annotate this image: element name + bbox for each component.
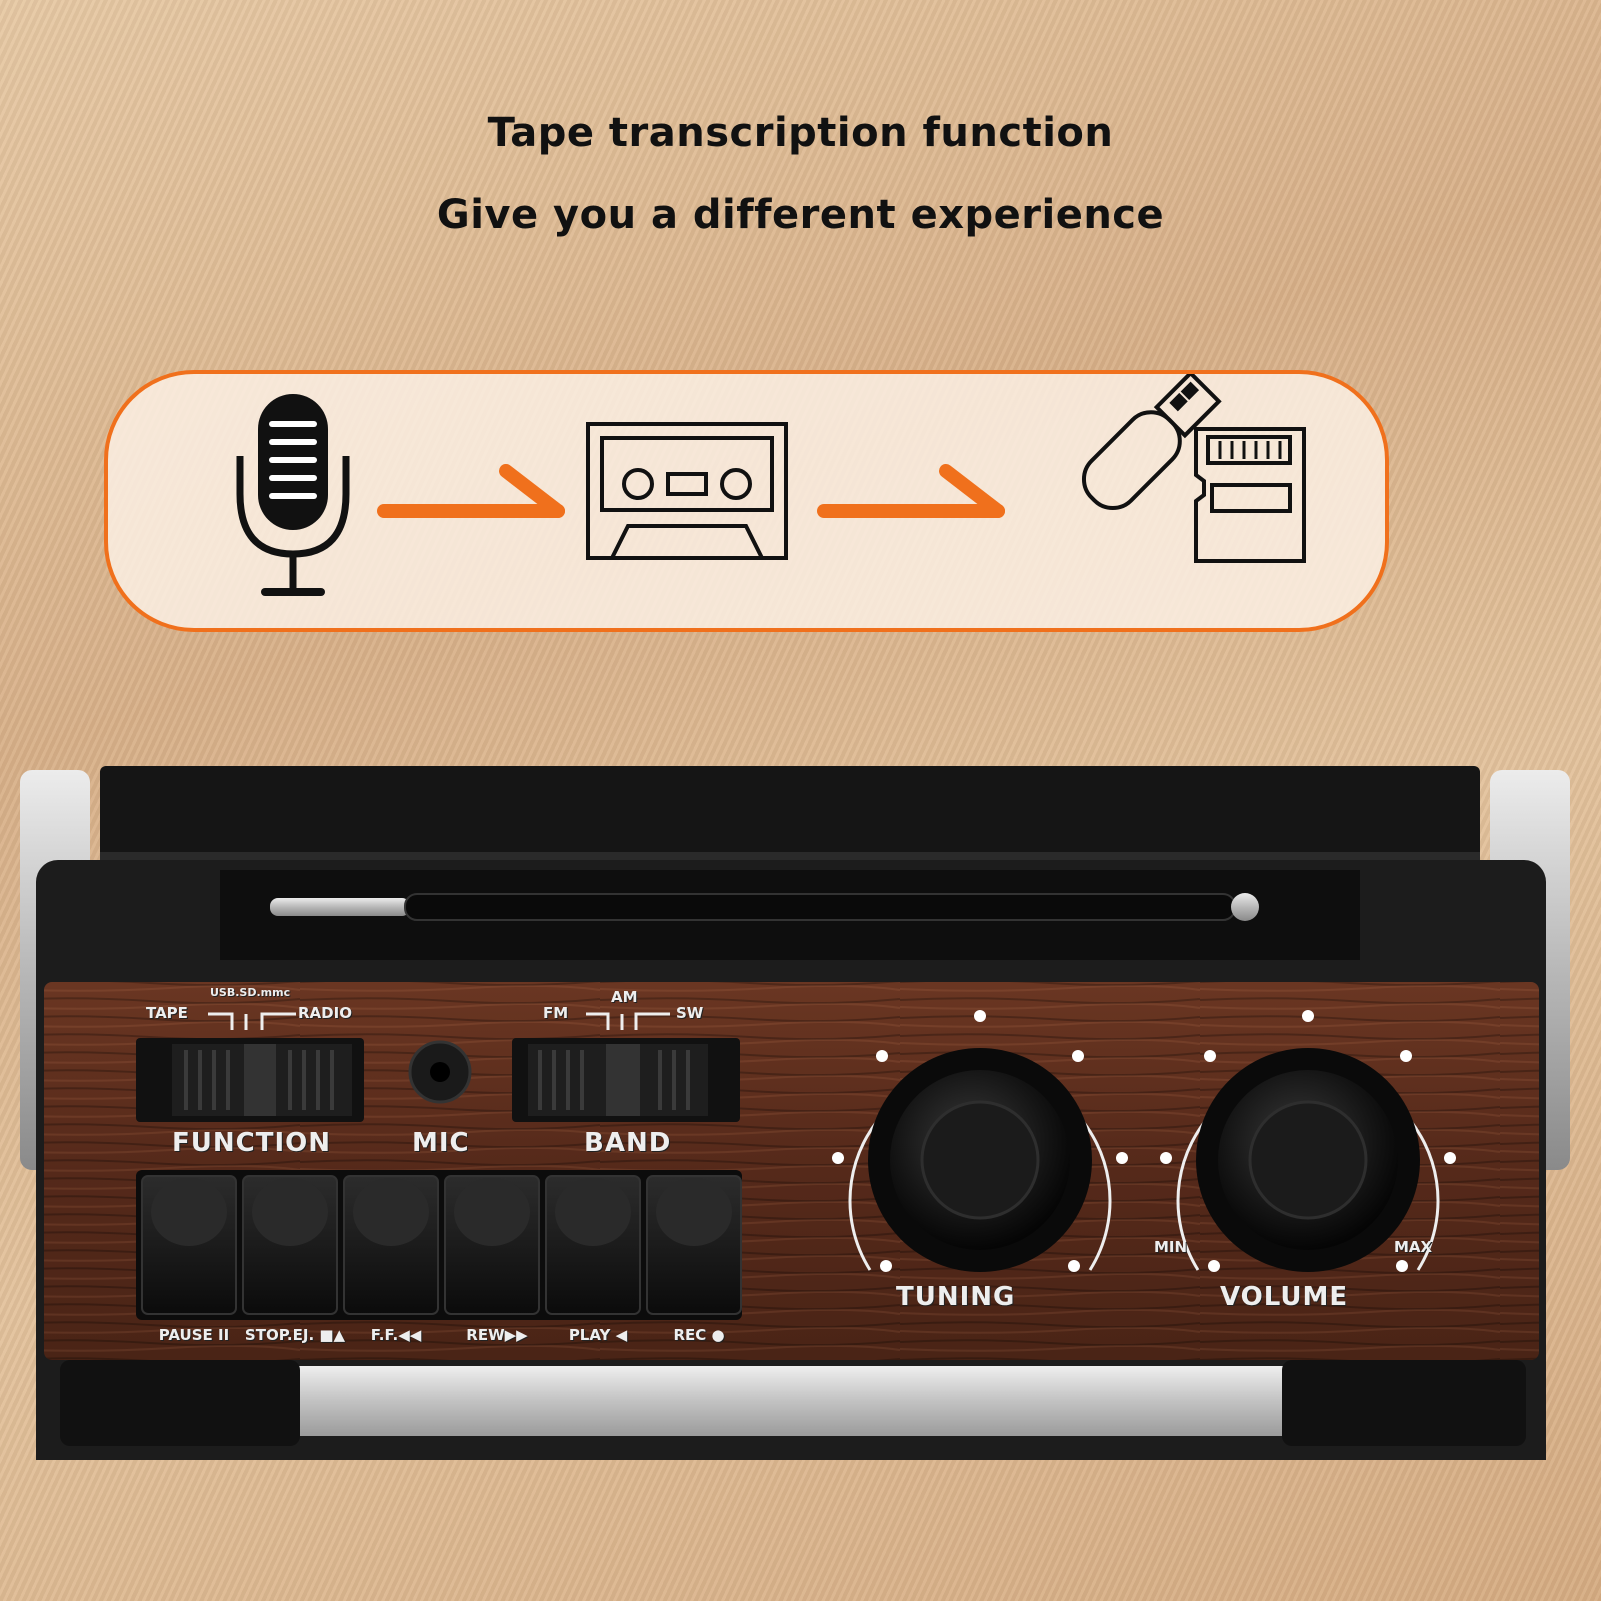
left-foot — [60, 1360, 300, 1446]
volume-max-label: MAX — [1394, 1238, 1433, 1256]
cassette-radio-player: TAPE USB.SD.mmc RADIO FUNCTION MIC FM AM… — [0, 760, 1601, 1490]
tuning-label: TUNING — [896, 1282, 1016, 1312]
mic-label: MIC — [412, 1128, 470, 1158]
top-lid — [100, 766, 1480, 866]
band-label: BAND — [584, 1128, 672, 1158]
band-middle-label: AM — [611, 988, 638, 1006]
right-foot — [1282, 1360, 1526, 1446]
play-button[interactable] — [545, 1175, 641, 1315]
function-left-label: TAPE — [146, 1004, 188, 1022]
sd-card-icon — [1194, 427, 1306, 563]
function-label: FUNCTION — [172, 1128, 331, 1158]
mic-jack[interactable] — [408, 1040, 472, 1104]
microphone-icon — [236, 394, 350, 596]
band-right-label: SW — [676, 1004, 704, 1022]
record-button[interactable] — [646, 1175, 742, 1315]
transport-button-label: STOP.EJ. ■▲ — [244, 1326, 346, 1344]
fast-forward-button[interactable] — [343, 1175, 439, 1315]
telescopic-antenna — [270, 893, 1259, 921]
volume-label: VOLUME — [1220, 1282, 1349, 1312]
transport-button-label: F.F.◀◀ — [370, 1326, 422, 1344]
rewind-button[interactable] — [444, 1175, 540, 1315]
pause-button[interactable] — [141, 1175, 237, 1315]
cassette-icon — [586, 422, 788, 560]
band-switch[interactable] — [512, 1038, 740, 1122]
usb-drive-icon — [1081, 374, 1222, 511]
arrow-right-icon — [377, 464, 565, 518]
transport-button-label: PAUSE II — [158, 1326, 230, 1344]
headline-title: Tape transcription function — [487, 110, 1114, 156]
transport-button-label: REW▶▶ — [466, 1326, 528, 1344]
band-left-label: FM — [543, 1004, 569, 1022]
function-middle-label: USB.SD.mmc — [210, 986, 291, 999]
arrow-right-icon — [817, 464, 1005, 518]
function-right-label: RADIO — [298, 1004, 352, 1022]
transcription-flow-panel — [104, 370, 1389, 632]
transport-button-label: REC ● — [673, 1326, 725, 1344]
function-switch[interactable] — [136, 1038, 364, 1122]
bottom-chrome-strip — [296, 1366, 1286, 1436]
stop-eject-button[interactable] — [242, 1175, 338, 1315]
transport-button-label: PLAY ◀ — [568, 1326, 628, 1344]
headline-subtitle: Give you a different experience — [436, 192, 1165, 238]
volume-min-label: MIN — [1154, 1238, 1188, 1256]
volume-dial[interactable] — [1160, 1010, 1456, 1272]
tuning-dial[interactable] — [832, 1010, 1128, 1272]
